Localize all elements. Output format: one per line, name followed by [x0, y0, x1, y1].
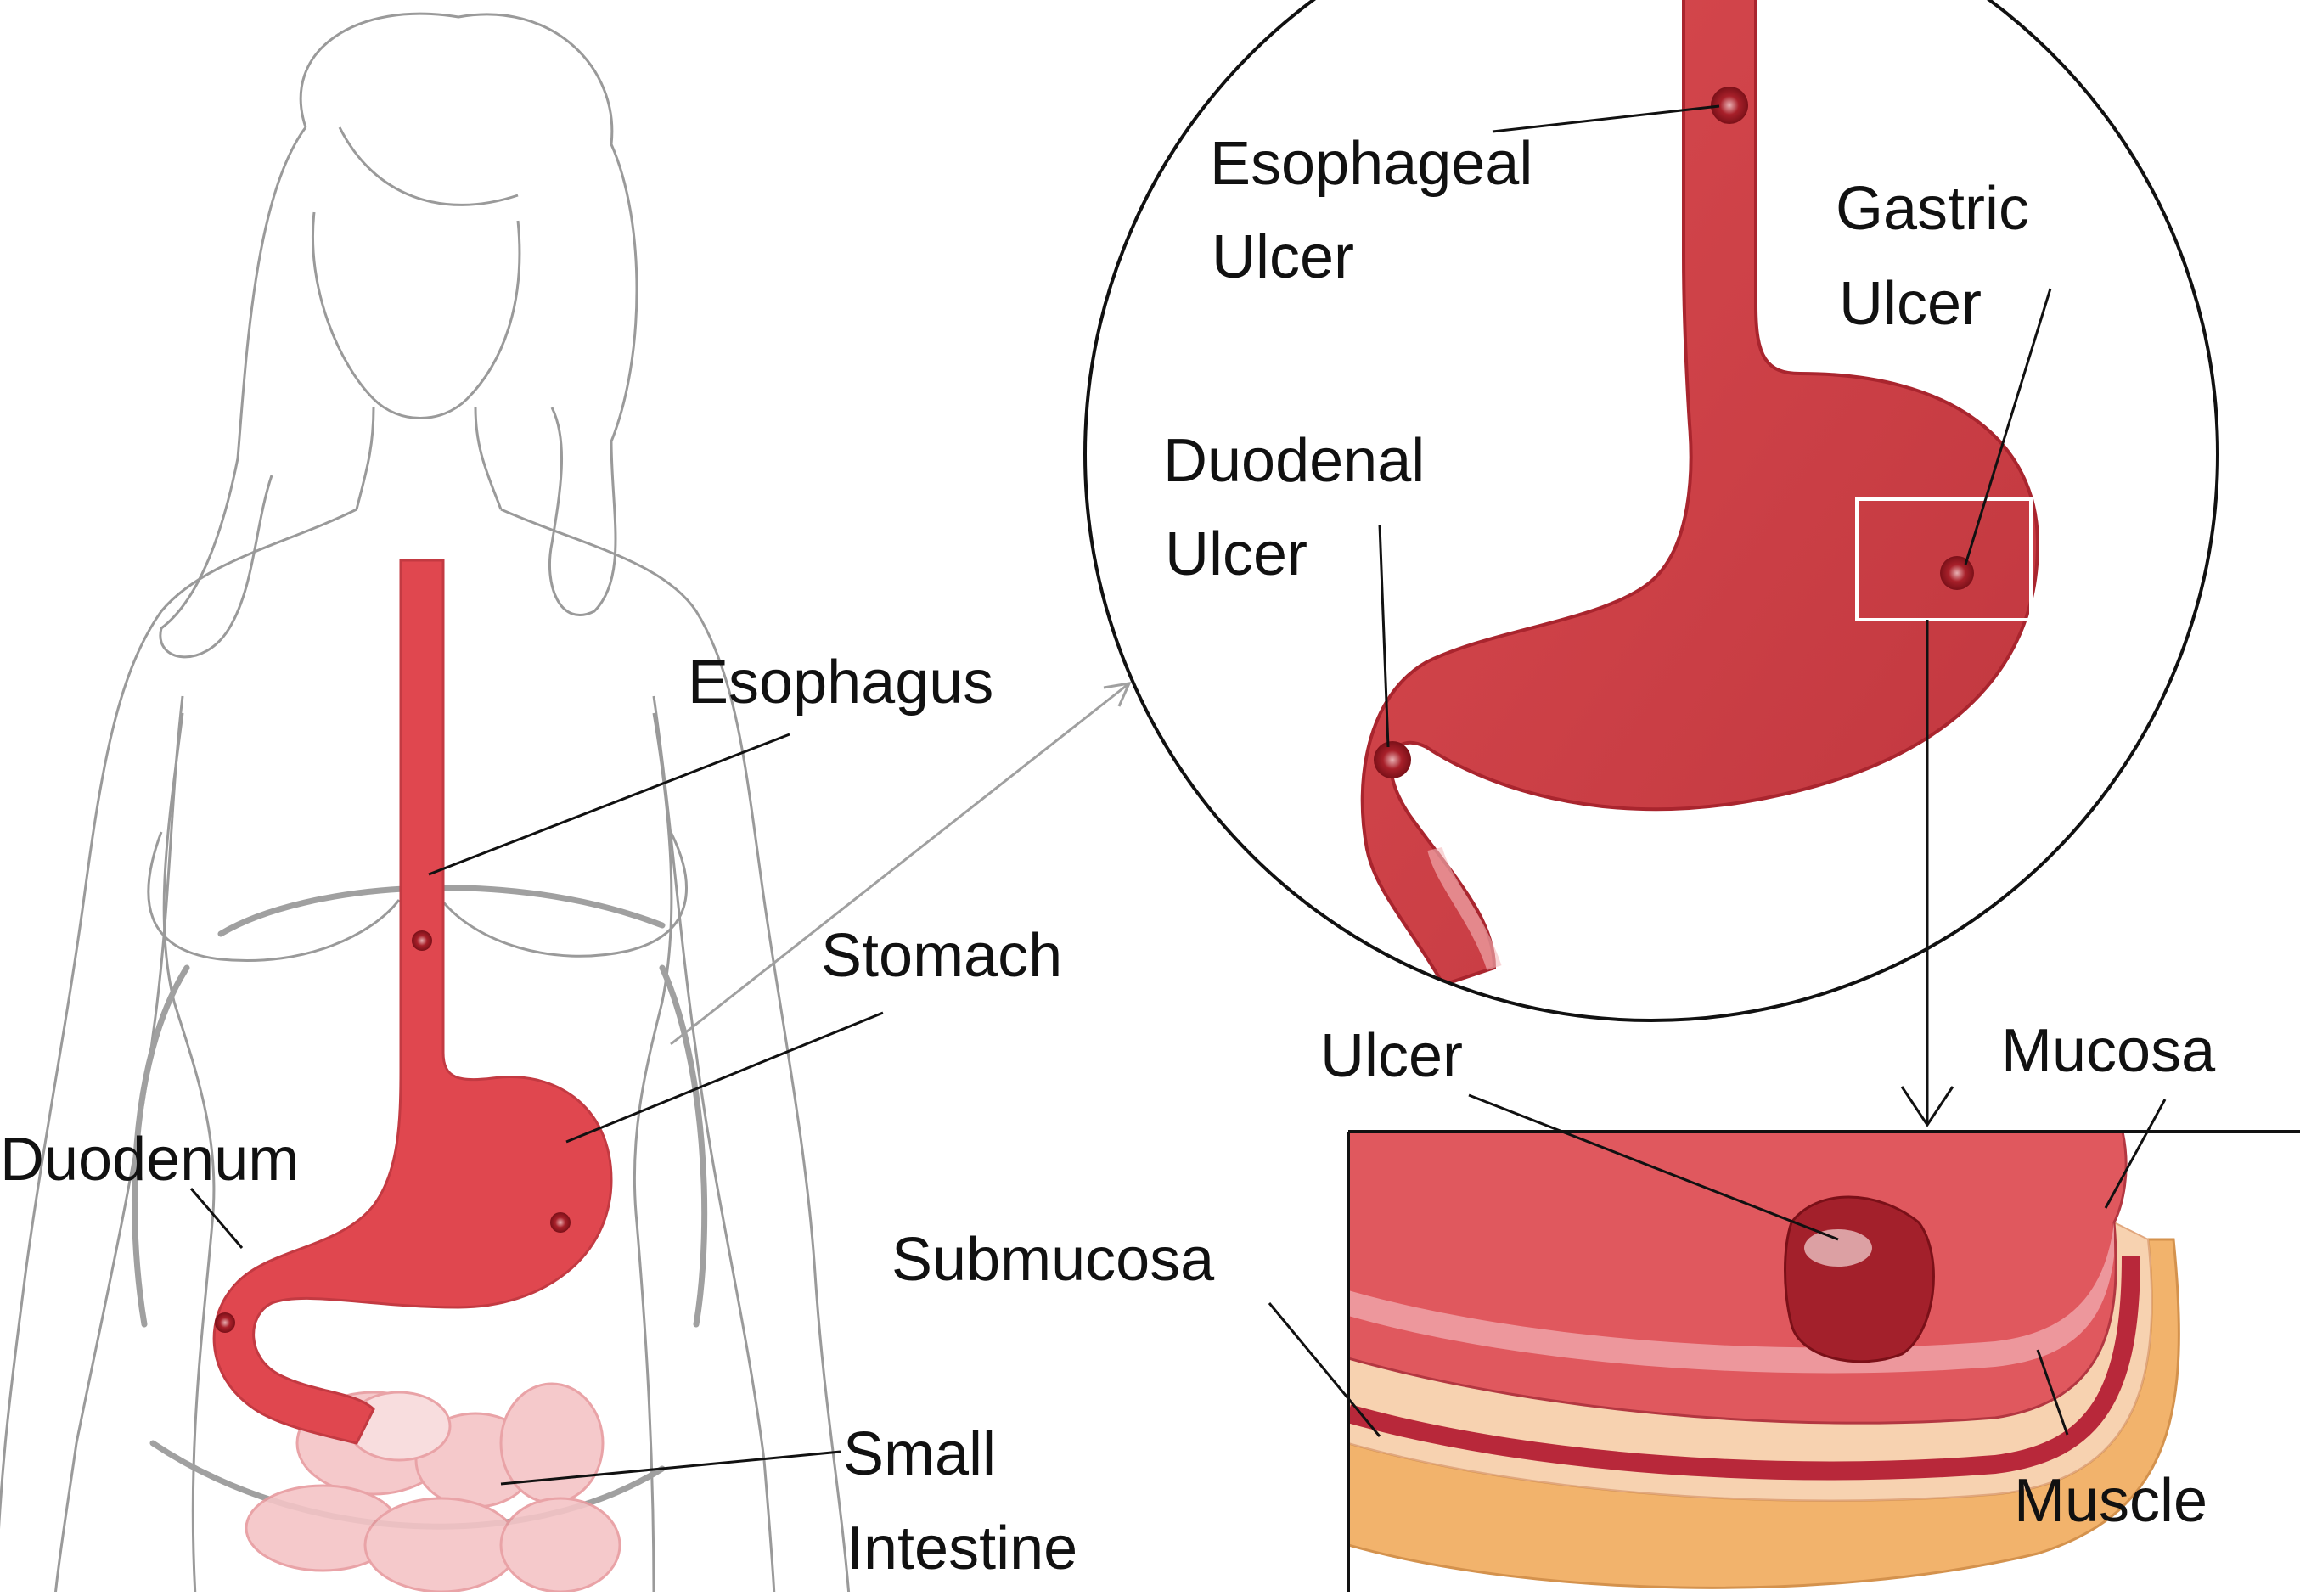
magnifier-circle	[1083, 0, 2219, 1022]
gastric-ulcer-leader	[1964, 288, 2052, 565]
hair-right	[299, 12, 638, 617]
label-small-intestine-line2: Intestine	[846, 1515, 1077, 1582]
submucosa-leader	[1268, 1302, 1381, 1437]
duodenum-highlight	[1427, 846, 1502, 970]
ulcer-crater	[1784, 1195, 1935, 1363]
intestine-loop	[499, 1497, 621, 1593]
small-intestine-leader	[500, 1450, 841, 1486]
leader-lines	[189, 104, 2167, 1486]
magnified-stomach-view	[1083, 0, 2219, 1022]
mucosa-leader	[2104, 1099, 2167, 1209]
left-arm-inner	[53, 695, 184, 1596]
intestine-loop	[363, 1497, 520, 1593]
magnify-connector-arrow	[1103, 682, 1132, 707]
tissue-connector-arrow	[1900, 1086, 1954, 1127]
label-duodenal-ulcer-line1: Duodenal	[1163, 427, 1425, 495]
esophageal-ulcer-leader	[1492, 104, 1720, 133]
label-submucosa: Submucosa	[891, 1226, 1215, 1294]
label-esophageal-ulcer-line2: Ulcer	[1212, 223, 1354, 291]
left-arm-outer	[0, 508, 357, 1530]
tissue-cross-section	[1347, 1130, 2300, 1592]
right-arm-inner	[652, 695, 776, 1596]
gastric-ulcer-mark	[1940, 556, 1974, 590]
label-esophageal-ulcer-line1: Esophageal	[1210, 130, 1532, 198]
esophageal-ulcer-mark	[1711, 87, 1748, 124]
hair-left	[159, 126, 307, 659]
muscle-leader	[2036, 1349, 2069, 1436]
small-intestine-illustration	[245, 1382, 621, 1593]
breast-right	[440, 831, 688, 958]
esophagus-leader	[428, 733, 790, 876]
labels: Esophagus Stomach Duodenum Small Intesti…	[0, 130, 2216, 1582]
label-gastric-ulcer-line1: Gastric	[1836, 175, 2029, 243]
ulcer-leader	[1468, 1093, 1839, 1241]
duodenal-ulcer-leader	[1378, 524, 1390, 748]
torso-right	[633, 712, 673, 1596]
intestine-loop	[499, 1382, 605, 1504]
label-small-intestine-line1: Small	[843, 1420, 996, 1488]
torso-left	[162, 712, 216, 1596]
pelvis-left	[132, 964, 190, 1328]
ulcer-crater-surface	[1804, 1229, 1872, 1267]
zoom-box	[1855, 497, 2033, 621]
stomach-leader	[565, 1011, 884, 1144]
digestive-tract-left	[212, 559, 613, 1445]
neck-right	[474, 407, 503, 510]
label-duodenal-ulcer-line2: Ulcer	[1165, 520, 1307, 588]
right-arm-outer	[500, 508, 851, 1596]
label-mucosa: Mucosa	[2001, 1017, 2216, 1085]
neck-left	[355, 407, 375, 510]
magnify-connector	[670, 682, 1130, 1046]
label-muscle: Muscle	[2014, 1467, 2207, 1535]
ulcer-mark	[215, 1312, 235, 1333]
hair-part	[338, 126, 519, 206]
face	[311, 211, 521, 419]
ulcer-mark	[550, 1212, 571, 1233]
body-outline	[0, 12, 851, 1596]
ulcer-mark	[412, 930, 432, 951]
pelvis-right	[659, 964, 708, 1328]
duodenal-ulcer-mark	[1374, 741, 1411, 778]
label-stomach: Stomach	[821, 922, 1062, 990]
stomach-left	[212, 559, 613, 1445]
duodenum-leader	[189, 1188, 244, 1249]
submucosa-vessel	[1348, 1256, 2140, 1481]
label-ulcer: Ulcer	[1320, 1022, 1463, 1090]
mucosa-villi	[1348, 1222, 2114, 1374]
label-gastric-ulcer-line2: Ulcer	[1839, 270, 1982, 338]
label-duodenum: Duodenum	[0, 1126, 299, 1194]
mucosa-layer	[1348, 1132, 2128, 1425]
label-esophagus: Esophagus	[688, 649, 993, 717]
breast-left	[147, 831, 401, 963]
